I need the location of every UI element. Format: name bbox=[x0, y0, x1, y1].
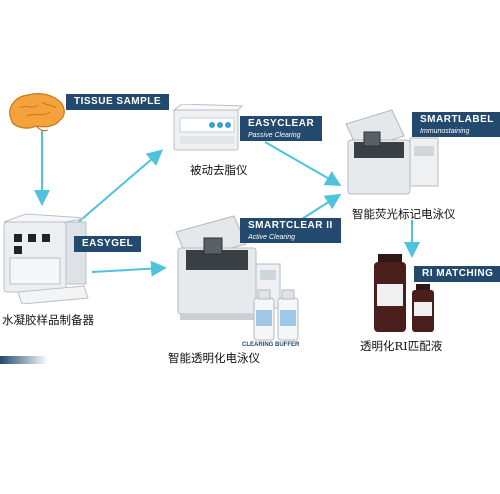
ri-matching-bottles bbox=[374, 254, 434, 332]
smartclear-device bbox=[175, 215, 281, 320]
easygel-label-text: EASYGEL bbox=[82, 238, 134, 249]
ri-matching-caption: 透明化RI匹配液 bbox=[360, 339, 443, 353]
easygel-label: EASYGEL bbox=[74, 236, 142, 252]
arrow-easyclear-to-smartlabel bbox=[264, 141, 342, 186]
easyclear-caption: 被动去脂仪 bbox=[190, 163, 248, 177]
smartlabel-label-text: SMARTLABEL bbox=[420, 114, 494, 125]
clearing-buffer-text: CLEARING BUFFER bbox=[242, 342, 300, 348]
smartlabel-caption: 智能荧光标记电泳仪 bbox=[352, 207, 456, 221]
smartlabel-label: SMARTLABEL Immunostaining bbox=[412, 112, 500, 137]
easygel-caption: 水凝胶样品制备器 bbox=[2, 313, 94, 327]
easyclear-label: EASYCLEAR Passive Clearing bbox=[240, 116, 323, 141]
brain-tissue-illustration bbox=[9, 93, 65, 132]
smartclear-label: SMARTCLEAR II Active Clearing bbox=[240, 218, 341, 243]
tissue-sample-label: TISSUE SAMPLE bbox=[66, 94, 170, 110]
arrow-easygel-to-smartclear bbox=[91, 260, 167, 277]
ri-matching-label: RI MATCHING bbox=[414, 266, 500, 282]
easyclear-sublabel: Passive Clearing bbox=[248, 132, 301, 139]
easyclear-device bbox=[172, 104, 244, 151]
clearing-buffer-bottles bbox=[253, 289, 299, 341]
smartlabel-sublabel: Immunostaining bbox=[420, 128, 470, 135]
smartlabel-device bbox=[345, 109, 439, 195]
easygel-device bbox=[3, 213, 89, 304]
tissue-sample-label-text: TISSUE SAMPLE bbox=[74, 96, 162, 107]
ri-matching-label-text: RI MATCHING bbox=[422, 268, 494, 279]
smartclear-sublabel: Active Clearing bbox=[248, 234, 296, 241]
smartclear-caption: 智能透明化电泳仪 bbox=[168, 351, 260, 365]
easyclear-label-text: EASYCLEAR bbox=[248, 118, 315, 129]
arrow-easygel-to-easyclear bbox=[74, 149, 164, 226]
smartclear-label-text: SMARTCLEAR II bbox=[248, 220, 333, 231]
bottom-accent-bar bbox=[0, 356, 48, 364]
